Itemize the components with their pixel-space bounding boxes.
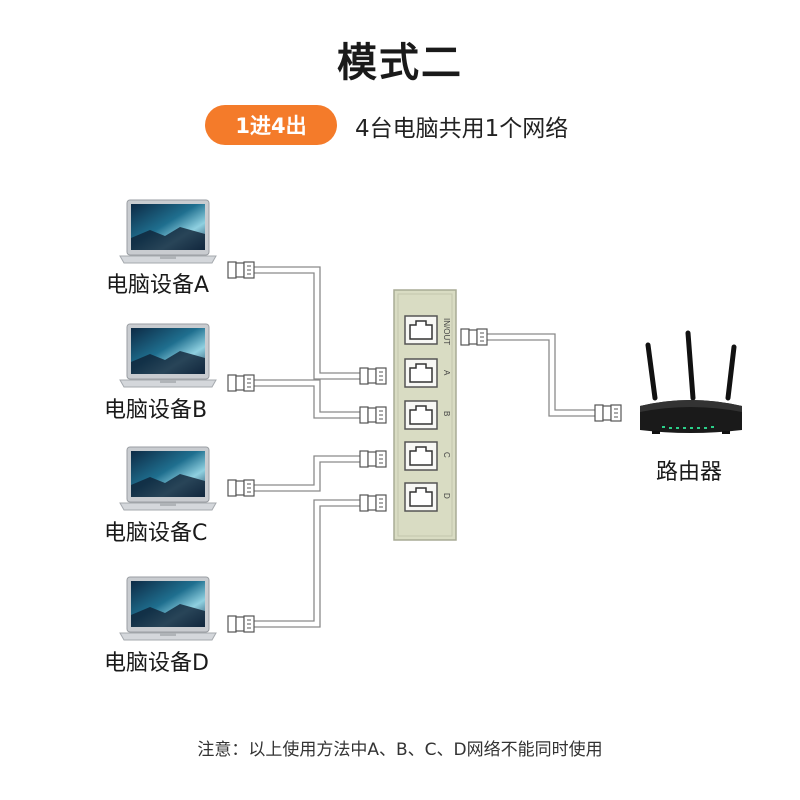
port-label-inout: IN/OUT bbox=[442, 318, 451, 345]
subtitle: 4台电脑共用1个网络 bbox=[355, 116, 569, 142]
cable-router bbox=[487, 333, 595, 411]
plug-laptop-b-icon bbox=[227, 374, 255, 392]
cable-b bbox=[254, 379, 360, 413]
port-label-d: D bbox=[442, 493, 451, 499]
device-b-label: 电脑设备B bbox=[104, 398, 208, 423]
port-inout-icon bbox=[404, 315, 438, 345]
plug-laptop-c-icon bbox=[227, 479, 255, 497]
device-d-label: 电脑设备D bbox=[104, 651, 209, 676]
laptop-a-icon bbox=[119, 199, 217, 264]
plug-inout-icon bbox=[460, 328, 488, 346]
cable-a-inner bbox=[254, 272, 360, 380]
cables bbox=[254, 266, 595, 628]
page-title: 模式二 bbox=[337, 40, 463, 86]
cable-router-inner bbox=[487, 339, 595, 417]
plug-switch-b-icon bbox=[359, 406, 387, 424]
port-b-icon bbox=[404, 400, 438, 430]
cable-a bbox=[254, 266, 360, 374]
usage-note: 注意：以上使用方法中A、B、C、D网络不能同时使用 bbox=[197, 740, 603, 760]
port-d-icon bbox=[404, 482, 438, 512]
subtitle-row: 1进4出 4台电脑共用1个网络 bbox=[0, 105, 800, 149]
port-a-icon bbox=[404, 358, 438, 388]
cable-c-inner bbox=[254, 461, 360, 492]
port-label-a: A bbox=[442, 370, 451, 376]
laptop-d-icon bbox=[119, 576, 217, 641]
device-c-label: 电脑设备C bbox=[104, 521, 208, 546]
plug-router-icon bbox=[594, 404, 622, 422]
laptop-b-icon bbox=[119, 323, 217, 388]
plug-laptop-a-icon bbox=[227, 261, 255, 279]
port-label-c: C bbox=[442, 452, 451, 458]
port-c-icon bbox=[404, 441, 438, 471]
mode-badge: 1进4出 bbox=[205, 105, 337, 145]
cable-d bbox=[254, 499, 360, 622]
router-icon bbox=[640, 330, 742, 434]
plug-switch-d-icon bbox=[359, 494, 387, 512]
router-label: 路由器 bbox=[656, 460, 723, 485]
port-label-b: B bbox=[442, 411, 451, 416]
cable-d-inner bbox=[254, 505, 360, 628]
cable-c bbox=[254, 455, 360, 486]
cable-b-inner bbox=[254, 385, 360, 419]
plug-switch-a-icon bbox=[359, 367, 387, 385]
plug-laptop-d-icon bbox=[227, 615, 255, 633]
switch-box: IN/OUT A B C D bbox=[393, 289, 457, 541]
laptop-c-icon bbox=[119, 446, 217, 511]
plug-switch-c-icon bbox=[359, 450, 387, 468]
device-a-label: 电脑设备A bbox=[106, 273, 210, 298]
